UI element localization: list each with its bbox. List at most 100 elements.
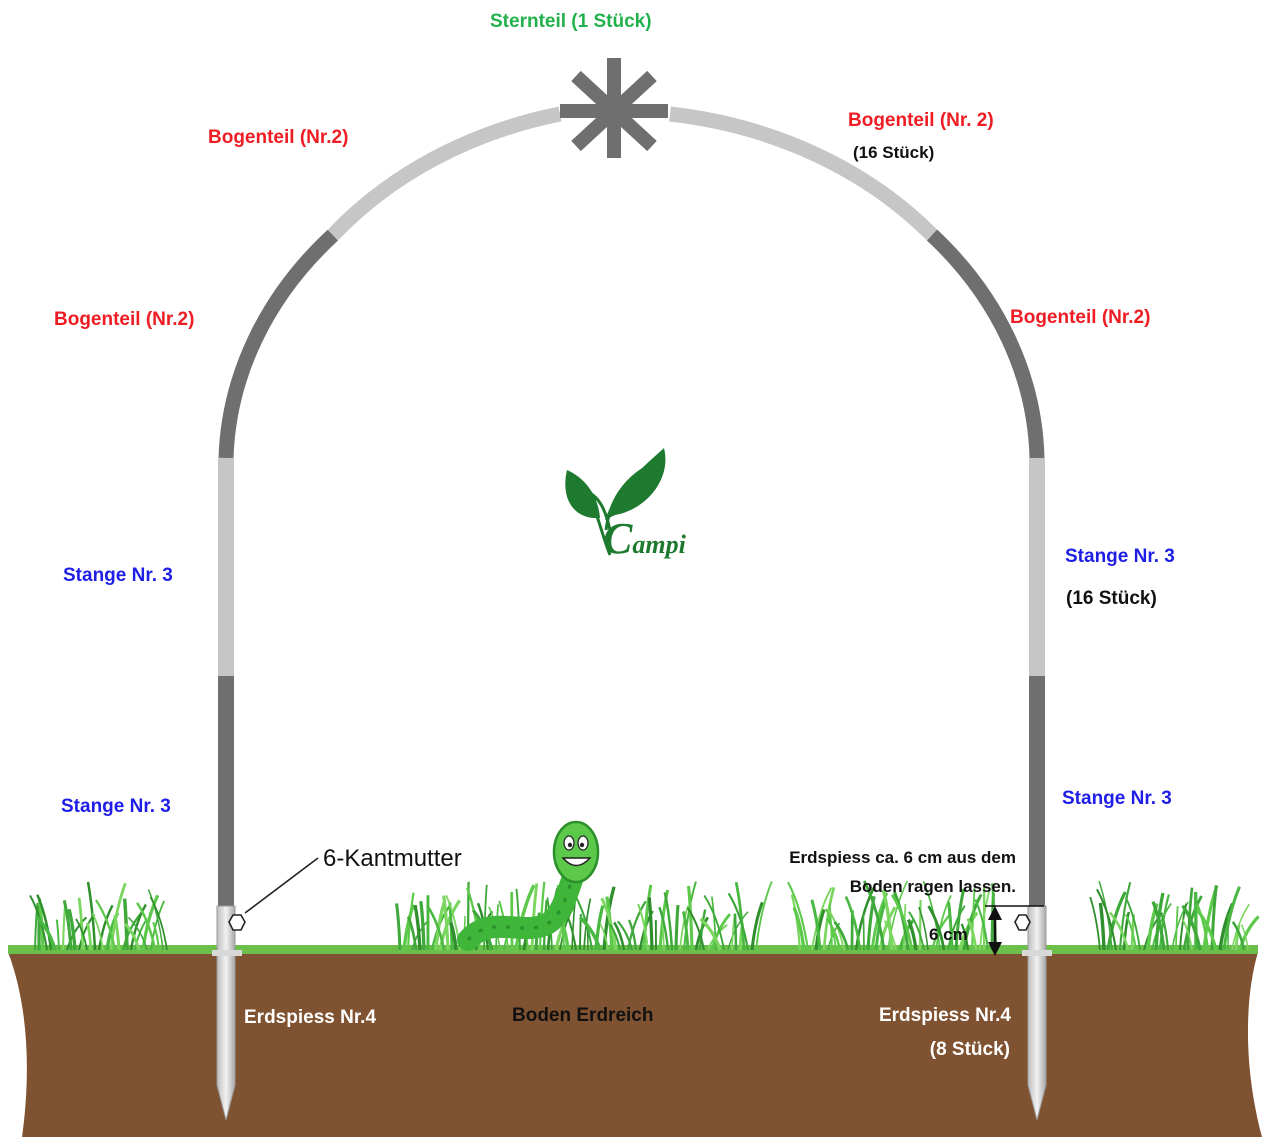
grass-blade (91, 912, 104, 951)
grass-blade (124, 922, 141, 951)
grass-blade (960, 923, 970, 951)
grass-blade (686, 907, 705, 951)
grass-blade (833, 920, 850, 951)
stake-count: (8 Stück) (929, 1039, 1010, 1060)
grass-blade (811, 887, 833, 951)
grass-blade (419, 901, 426, 951)
grass-blade (947, 905, 966, 951)
grass-blade (608, 923, 622, 951)
grass-blade (129, 903, 147, 951)
grass-blade (954, 888, 966, 951)
grass-blade (35, 915, 57, 951)
grass-blade (683, 881, 697, 951)
logo-rest: ampi (632, 530, 686, 559)
grass-blade (122, 898, 129, 951)
grass-blade (613, 921, 626, 951)
grass-blade (750, 901, 764, 951)
grass-blade (530, 883, 539, 951)
arc-part-count: (16 Stück) (853, 143, 935, 162)
grass-blade (1124, 913, 1137, 951)
grass-blade (616, 920, 634, 951)
grass-blade (1122, 911, 1131, 951)
pole-label-lower-left: Stange Nr. 3 (61, 796, 171, 817)
grass-blade (425, 904, 446, 951)
grass-blade (947, 901, 954, 951)
grass-blade (733, 913, 738, 951)
stake-label-right: Erdspiess Nr.4 (878, 1005, 1011, 1026)
arc-part-label-mid-left: Bogenteil (Nr.2) (54, 309, 195, 330)
grass-blade (1210, 885, 1218, 951)
grass-blade (734, 882, 746, 951)
campi-logo-text: Campi (603, 517, 686, 561)
grass-blade (442, 895, 450, 951)
measurement-6cm (985, 905, 1044, 956)
arc-part-label-mid-right: Bogenteil (Nr.2) (1010, 307, 1151, 328)
grass-blade (962, 893, 983, 951)
hex-nut-right (1014, 914, 1031, 931)
grass-blade (1181, 904, 1202, 951)
grass-blade (642, 884, 653, 951)
grass-blade (127, 916, 148, 951)
logo-initial: C (603, 514, 633, 563)
grass-blade (61, 906, 67, 951)
grass-blade (1160, 914, 1170, 951)
grass-blade (578, 916, 602, 951)
grass-blade (637, 903, 649, 951)
grass-blade (1096, 888, 1118, 951)
measurement-label: 6 cm (929, 925, 968, 944)
grass-blade (86, 881, 97, 951)
grass-blade (862, 880, 886, 951)
grass-blade (1234, 924, 1241, 951)
soil (8, 945, 1262, 1137)
grass-blade (34, 902, 39, 951)
grass-blade (703, 895, 725, 951)
grass-blade (1179, 903, 1188, 951)
stake-note-line2: Boden ragen lassen. (849, 877, 1016, 896)
grass-blade (1181, 918, 1193, 951)
soil-label: Boden Erdreich (512, 1005, 654, 1026)
grass-blade (55, 919, 60, 951)
grass-blade (918, 906, 929, 951)
grass-blade (109, 882, 127, 951)
grass-blade (62, 900, 73, 951)
grass-blade (1118, 881, 1132, 951)
grass-blade (594, 905, 605, 951)
pole-label-upper-left: Stange Nr. 3 (63, 565, 173, 586)
stakes (212, 905, 1052, 1121)
grass-blade (862, 913, 865, 951)
grass-blade (647, 897, 654, 951)
grass-blade (908, 911, 925, 951)
grass-blade (599, 923, 609, 951)
grass-blade (1098, 902, 1106, 951)
pole-label-upper-right: Stange Nr. 3 (1065, 546, 1175, 567)
grass-blade (579, 914, 582, 951)
grass-blade (95, 899, 117, 951)
grass-blade (1151, 900, 1166, 951)
grass-blade (1231, 921, 1246, 951)
star-part-label: Sternteil (1 Stück) (490, 11, 652, 32)
grass-blade (682, 911, 690, 951)
worm-mascot-icon (457, 820, 600, 951)
grass-blade (483, 884, 488, 951)
grass-blade (1124, 896, 1141, 951)
grass-blade (935, 895, 952, 951)
grass-blade (628, 919, 638, 951)
stake-left (216, 905, 236, 1121)
stake-label-left: Erdspiess Nr.4 (244, 1007, 377, 1028)
arc-segment-left-light (327, 106, 562, 241)
grass-blade (113, 915, 121, 951)
hex-nut-left (228, 914, 246, 931)
arc-segment-left-dark (218, 229, 339, 459)
grass-blade (844, 895, 862, 951)
grass (29, 880, 1260, 951)
stake-right (1027, 905, 1047, 1121)
grass-blade (674, 904, 680, 951)
pole-label-lower-right: Stange Nr. 3 (1062, 788, 1172, 809)
grass-blade (36, 894, 53, 951)
grass-blade (792, 906, 806, 951)
grass-blade (787, 881, 810, 951)
hex-nut-label: 6-Kantmutter (323, 845, 462, 872)
grass-blade (1196, 903, 1210, 951)
star-connector-icon (560, 58, 668, 158)
grass-blade (141, 894, 160, 951)
